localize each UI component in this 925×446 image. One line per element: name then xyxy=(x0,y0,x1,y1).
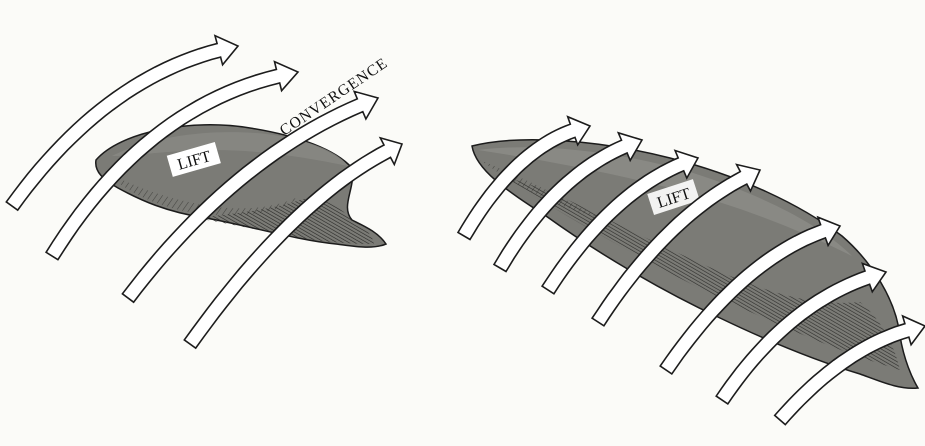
right-terrain-panel: LIFT xyxy=(458,117,925,425)
left-terrain-panel: LIFT CONVERGENCE xyxy=(6,36,402,348)
